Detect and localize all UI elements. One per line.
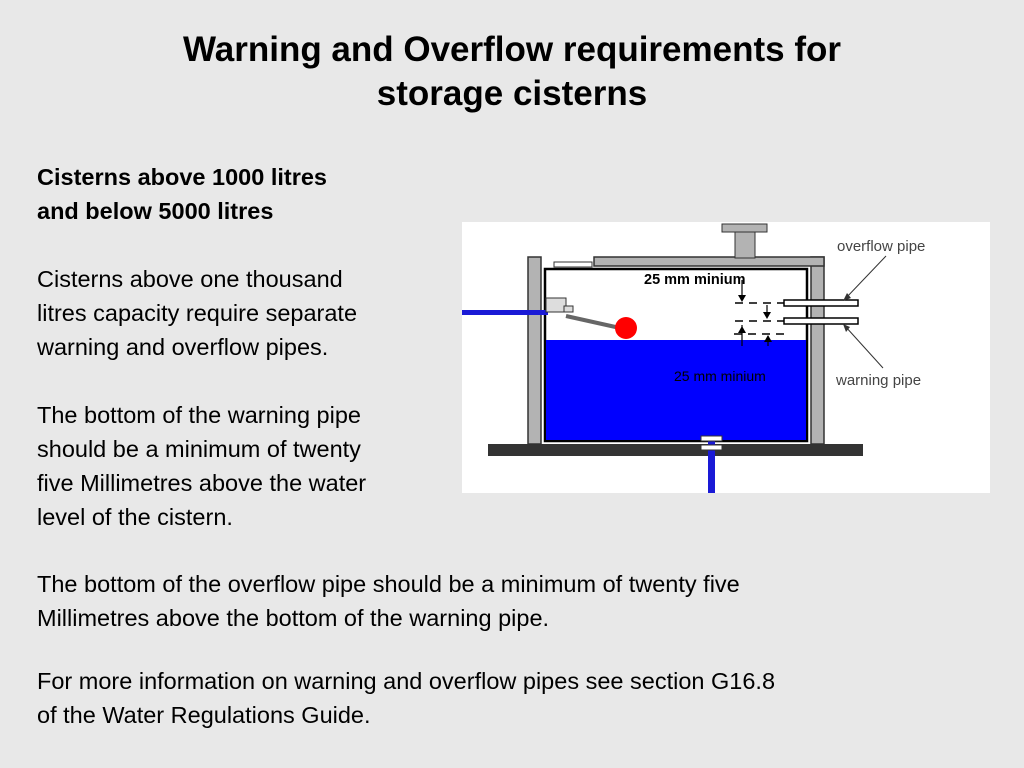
cistern-lid	[593, 256, 825, 267]
supply-pipe	[462, 310, 548, 315]
label-gap-water: 25 mm minium	[674, 368, 766, 384]
cistern-right-wall	[810, 256, 825, 445]
title-line-2: storage cisterns	[376, 74, 648, 113]
subheading: Cisterns above 1000 litres and below 500…	[37, 160, 327, 228]
float-valve-body	[545, 297, 567, 313]
leader-line	[844, 255, 887, 300]
float-arm	[565, 314, 621, 330]
lid-gap	[553, 261, 593, 268]
stored-water	[546, 340, 806, 440]
paragraph-line: The bottom of the overflow pipe should b…	[37, 571, 740, 597]
cistern-left-wall	[527, 256, 542, 445]
slide-title: Warning and Overflow requirements for st…	[112, 28, 912, 116]
paragraph-overflow-pipe: The bottom of the overflow pipe should b…	[37, 567, 740, 635]
paragraph-line: The bottom of the warning pipe	[37, 402, 361, 428]
vent-pipe	[734, 231, 756, 259]
label-overflow-pipe: overflow pipe	[837, 238, 925, 255]
paragraph-warning-pipe: The bottom of the warning pipe should be…	[37, 398, 366, 534]
cistern-base	[488, 444, 863, 456]
arrow-head	[843, 324, 850, 332]
cistern-diagram: 25 mm minium 25 mm minium overflow pipe …	[462, 222, 990, 493]
paragraph-line: level of the cistern.	[37, 504, 233, 530]
cistern-diagram-svg: 25 mm minium 25 mm minium overflow pipe …	[462, 223, 925, 493]
arrow-head	[738, 326, 746, 333]
paragraph-line: of the Water Regulations Guide.	[37, 702, 371, 728]
paragraph-line: should be a minimum of twenty	[37, 436, 361, 462]
paragraph-more-info: For more information on warning and over…	[37, 664, 775, 732]
ball-float	[615, 317, 637, 339]
paragraph-line: litres capacity require separate	[37, 300, 358, 326]
paragraph-line: warning and overflow pipes.	[37, 334, 329, 360]
leader-line	[844, 325, 884, 369]
label-gap-top: 25 mm minium	[644, 272, 746, 288]
subheading-line-1: Cisterns above 1000 litres	[37, 164, 327, 190]
warning-pipe-shape	[783, 317, 859, 325]
subheading-line-2: and below 5000 litres	[37, 198, 274, 224]
outlet-flange	[700, 435, 723, 442]
outlet-flange	[700, 444, 723, 451]
arrow-head	[763, 312, 771, 319]
title-line-1: Warning and Overflow requirements for	[183, 30, 841, 69]
outlet-pipe	[708, 436, 715, 493]
paragraph-line: Millimetres above the bottom of the warn…	[37, 605, 550, 631]
paragraph-separate-pipes: Cisterns above one thousand litres capac…	[37, 262, 357, 364]
paragraph-line: Cisterns above one thousand	[37, 266, 343, 292]
vent-cap	[721, 223, 768, 233]
arrow-head	[764, 335, 772, 342]
paragraph-line: five Millimetres above the water	[37, 470, 367, 496]
arrow-head	[738, 295, 746, 302]
overflow-pipe-shape	[783, 299, 859, 307]
label-warning-pipe: warning pipe	[835, 372, 921, 389]
float-valve-outlet	[563, 305, 574, 313]
paragraph-line: For more information on warning and over…	[37, 668, 776, 694]
arrow-head	[843, 293, 851, 301]
